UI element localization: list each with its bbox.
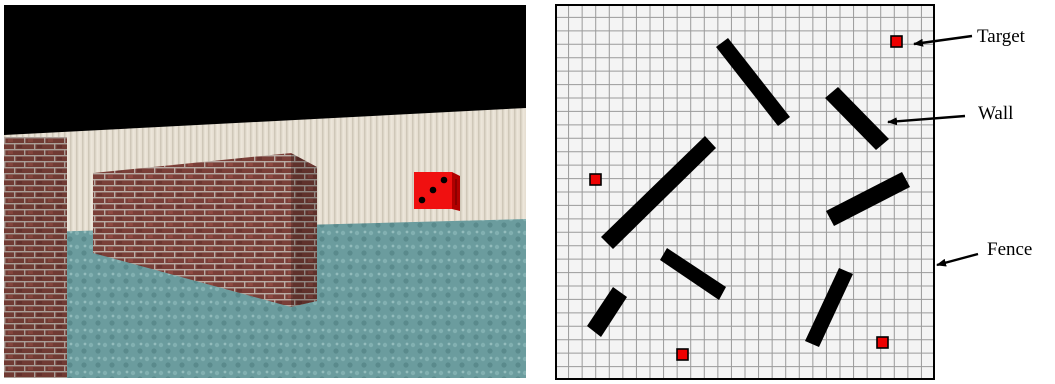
- target-marker-bottom-right: [877, 337, 888, 348]
- target-cube: [414, 172, 460, 211]
- target-marker-bottom-left: [677, 349, 688, 360]
- target-marker-top-right: [891, 36, 902, 47]
- fence-label: Fence: [987, 240, 1032, 259]
- wall-label: Wall: [978, 104, 1013, 123]
- fence-arrow: [937, 254, 978, 265]
- maze-map: [555, 4, 935, 380]
- target-label: Target: [977, 27, 1025, 46]
- maze-3d-view: [4, 5, 526, 378]
- target-marker-left: [590, 174, 601, 185]
